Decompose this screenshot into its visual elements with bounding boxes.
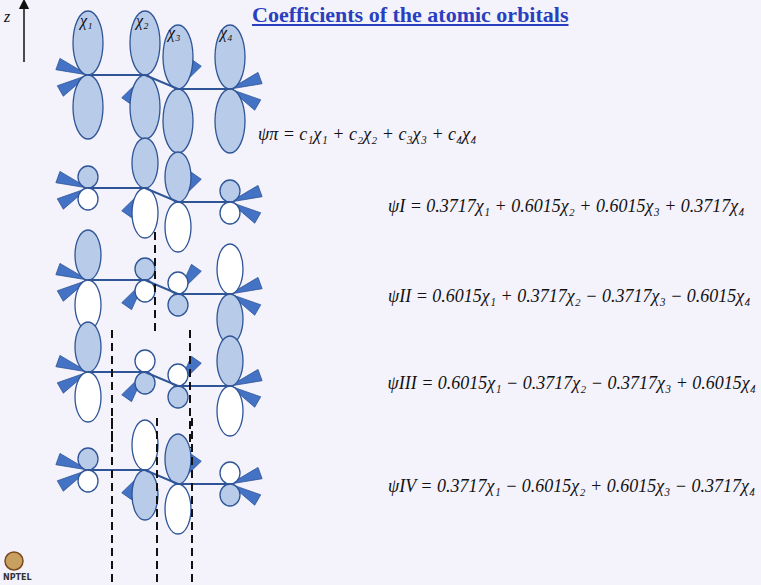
p-orbital-lobe bbox=[165, 152, 191, 202]
nodal-plane bbox=[111, 418, 113, 585]
p-orbital-lobe bbox=[220, 202, 240, 224]
p-orbital-lobe bbox=[130, 75, 160, 139]
orbital-label: χ₄ bbox=[220, 24, 233, 42]
p-orbital-lobe bbox=[165, 484, 191, 534]
p-orbital-lobe bbox=[130, 11, 160, 75]
orbital-label: χ₃ bbox=[168, 24, 181, 42]
p-orbital-lobe bbox=[165, 434, 191, 484]
p-orbital-lobe bbox=[132, 470, 158, 520]
nodal-plane bbox=[191, 418, 193, 585]
p-orbital-lobe bbox=[220, 180, 240, 202]
carbon-backbone bbox=[88, 470, 230, 484]
p-orbital-lobe bbox=[163, 89, 193, 153]
wavefunction-equation: ψπ = c₁χ₁ + c₂χ₂ + c₃χ₃ + c₄χ₄ bbox=[258, 124, 476, 145]
logo-emblem bbox=[5, 552, 23, 570]
p-orbital-lobe bbox=[132, 138, 158, 188]
butadiene-row bbox=[56, 11, 262, 153]
p-orbital-lobe bbox=[78, 188, 98, 210]
carbon-backbone bbox=[88, 188, 230, 202]
p-orbital-lobe bbox=[215, 25, 245, 89]
p-orbital-lobe bbox=[168, 386, 188, 408]
orbital-label: χ₂ bbox=[136, 12, 149, 30]
p-orbital-lobe bbox=[163, 25, 193, 89]
p-orbital-lobe bbox=[168, 294, 188, 316]
p-orbital-lobe bbox=[73, 75, 103, 139]
p-orbital-lobe bbox=[75, 372, 101, 422]
nodal-plane bbox=[111, 330, 113, 448]
p-orbital-lobe bbox=[75, 322, 101, 372]
wavefunction-equation: ψI = 0.3717χ₁ + 0.6015χ₂ + 0.6015χ₃ + 0.… bbox=[388, 196, 744, 217]
p-orbital-lobe bbox=[217, 336, 243, 386]
butadiene-row bbox=[56, 420, 262, 534]
p-orbital-lobe bbox=[73, 11, 103, 75]
p-orbital-lobe bbox=[78, 166, 98, 188]
p-orbital-lobe bbox=[75, 230, 101, 280]
slide-title: Coefficients of the atomic orbitals bbox=[252, 2, 568, 27]
carbon-backbone bbox=[88, 75, 230, 89]
p-orbital-lobe bbox=[135, 350, 155, 372]
z-axis-arrow bbox=[23, 4, 25, 62]
p-orbital-lobe bbox=[135, 258, 155, 280]
p-orbital-lobe bbox=[217, 244, 243, 294]
carbon-backbone bbox=[88, 372, 230, 386]
p-orbital-lobe bbox=[132, 188, 158, 238]
carbon-backbone bbox=[88, 280, 230, 294]
orbital-label: χ₁ bbox=[80, 12, 93, 30]
nodal-plane bbox=[156, 418, 158, 585]
wavefunction-equation: ψII = 0.6015χ₁ + 0.3717χ₂ − 0.3717χ₃ − 0… bbox=[388, 286, 750, 307]
p-orbital-lobe bbox=[220, 462, 240, 484]
p-orbital-lobe bbox=[217, 386, 243, 436]
butadiene-row bbox=[56, 322, 262, 436]
nodal-plane bbox=[154, 232, 156, 336]
p-orbital-lobe bbox=[78, 470, 98, 492]
logo-text: NPTEL bbox=[3, 573, 32, 582]
wavefunction-equation: ψIV = 0.3717χ₁ − 0.6015χ₂ + 0.6015χ₃ − 0… bbox=[388, 476, 755, 497]
p-orbital-lobe bbox=[132, 420, 158, 470]
p-orbital-lobe bbox=[78, 448, 98, 470]
nodal-plane bbox=[189, 330, 191, 448]
p-orbital-lobe bbox=[165, 202, 191, 252]
wavefunction-equation: ψIII = 0.6015χ₁ − 0.3717χ₂ − 0.3717χ₃ + … bbox=[388, 373, 756, 394]
p-orbital-lobe bbox=[220, 484, 240, 506]
p-orbital-lobe bbox=[215, 89, 245, 153]
axis-label: z bbox=[4, 8, 10, 26]
